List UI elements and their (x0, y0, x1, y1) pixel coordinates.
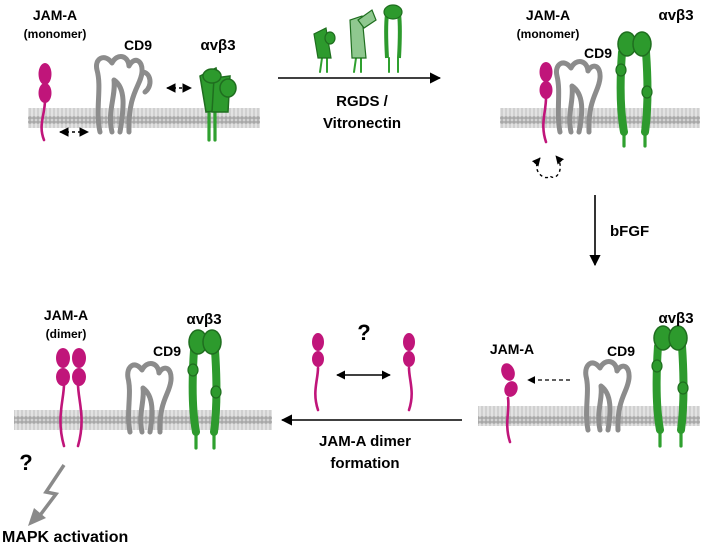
membrane-2 (500, 108, 700, 128)
panel4-cd9-label: CD9 (153, 343, 181, 359)
panel2-cd9-label: CD9 (584, 45, 612, 61)
integrin-extended-2 (615, 31, 653, 148)
integrin-activation-icons (313, 4, 403, 73)
jam-a-monomer-2 (539, 62, 553, 144)
panel1-cd9-label: CD9 (124, 37, 152, 53)
integrin-bent-1 (199, 66, 237, 142)
jam-a-monomer-1 (38, 63, 52, 142)
cd9-2 (553, 59, 603, 135)
step3-label-line2: formation (330, 455, 399, 472)
jam-a-movement-arrow (531, 155, 565, 179)
panel3-integrin-label: αvβ3 (658, 310, 693, 327)
panel-1-monomer-state: JAM-A (monomer) CD9 αvβ3 (24, 7, 260, 142)
dimer-question-mark: ? (357, 320, 370, 345)
panel2-jam-state-label: (monomer) (517, 27, 580, 41)
panel4-integrin-label: αvβ3 (186, 311, 221, 328)
step1-label-line2: Vitronectin (323, 115, 401, 132)
cd9-4 (125, 361, 174, 435)
panel4-jam-a-label: JAM-A (44, 307, 88, 323)
integrin-extended-3 (651, 325, 689, 448)
panel2-jam-a-label: JAM-A (526, 7, 570, 23)
panel-4-jam-a-dimer: JAM-A (dimer) CD9 αvβ3 ? MAPK activation (2, 307, 272, 546)
panel3-jam-a-label: JAM-A (490, 341, 534, 357)
mapk-question-mark: ? (19, 450, 32, 475)
step3-label-line1: JAM-A dimer (319, 433, 411, 450)
panel-3-jam-a-release: JAM-A CD9 αvβ3 (478, 310, 700, 448)
mapk-signal-arrowhead (28, 508, 46, 526)
panel3-cd9-label: CD9 (607, 343, 635, 359)
jam-a-pair-left (312, 333, 324, 412)
panel4-jam-state-label: (dimer) (46, 327, 87, 341)
cd9-3 (583, 359, 632, 433)
panel1-jam-state-label: (monomer) (24, 27, 87, 41)
jam-a-pair-right (403, 333, 415, 412)
step2-label: bFGF (610, 223, 649, 240)
cd9-1 (94, 54, 153, 135)
step-2-bfgf: bFGF (589, 195, 649, 267)
mapk-signal-arrow (36, 464, 66, 520)
panel2-integrin-label: αvβ3 (658, 7, 693, 24)
membrane-1 (28, 108, 260, 128)
jam-a-released (501, 363, 518, 444)
panel1-jam-a-label: JAM-A (33, 7, 77, 23)
step1-label-line1: RGDS / (336, 93, 389, 110)
step-3-dimer-formation: ? JAM-A dimer formation (280, 320, 462, 472)
integrin-extended-4 (187, 329, 222, 450)
step-1-rgds-vitronectin: RGDS / Vitronectin (278, 4, 442, 132)
panel-2-integrin-activated: JAM-A (monomer) CD9 αvβ3 (500, 7, 700, 179)
jam-a-dimer (56, 348, 86, 448)
mapk-activation-label: MAPK activation (2, 529, 128, 546)
panel1-integrin-label: αvβ3 (200, 37, 235, 54)
